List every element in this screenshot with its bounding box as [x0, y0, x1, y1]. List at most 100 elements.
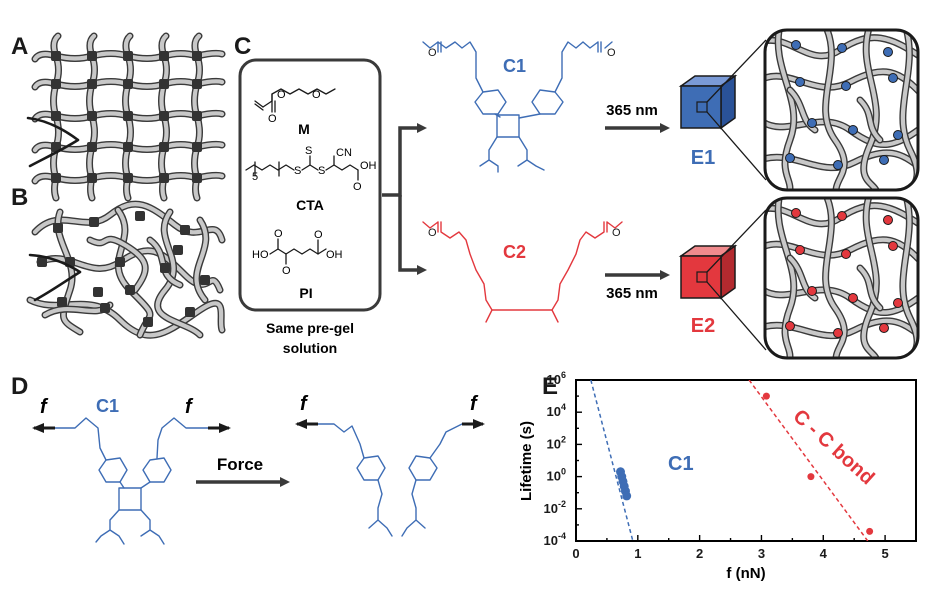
pi-label: PI	[299, 285, 312, 301]
crosslink-node	[57, 297, 67, 307]
crosslink-node	[89, 217, 99, 227]
network-zoom-e2	[763, 196, 920, 360]
crosslink-node	[51, 142, 61, 152]
crosslink-node	[192, 51, 202, 61]
svg-text:O: O	[353, 181, 362, 193]
x-tick-label: 3	[758, 546, 765, 561]
c1-intact-molecule	[32, 417, 231, 545]
crosslinker-dot	[837, 211, 847, 221]
pregel-caption-line2: solution	[283, 340, 337, 356]
crosslinker-dot	[893, 130, 903, 140]
svg-text:O: O	[607, 47, 616, 59]
crosslink-node	[93, 287, 103, 297]
crosslinker-dot	[883, 215, 893, 225]
fit-line-1	[748, 380, 869, 541]
c1-cleaved-molecule	[295, 419, 485, 537]
crosslink-node	[192, 173, 202, 183]
crosslink-node	[51, 79, 61, 89]
gel-cube-e2	[678, 209, 767, 351]
cta-label: CTA	[296, 197, 324, 213]
crosslink-node	[37, 257, 47, 267]
crosslink-node	[123, 51, 133, 61]
crosslinker-dot	[841, 81, 851, 91]
crosslinker-dot	[888, 73, 898, 83]
force-symbol-left-2: f	[300, 393, 309, 415]
crosslinker-dot	[785, 321, 795, 331]
c2-molecule: O O	[422, 221, 623, 323]
c1-label: C1	[503, 56, 526, 76]
crosslink-node	[87, 111, 97, 121]
svg-text:S: S	[305, 145, 312, 157]
crosslink-node	[51, 111, 61, 121]
svg-text:5: 5	[252, 171, 258, 183]
branch-arrows	[382, 123, 427, 275]
x-tick-label: 5	[881, 546, 888, 561]
gel-cube-e1	[678, 39, 767, 181]
svg-text:S: S	[318, 165, 325, 177]
crosslink-node	[159, 51, 169, 61]
force-symbol-right: f	[185, 396, 194, 418]
pregel-solution-box: O O O M 5 S S S CN O OH CTA HO	[238, 58, 382, 312]
force-symbol-left: f	[40, 396, 49, 418]
force-label: Force	[217, 455, 263, 474]
crosslinker-dot	[791, 208, 801, 218]
svg-text:O: O	[274, 228, 283, 240]
panel-label-a: A	[11, 33, 28, 60]
panel-label-b: B	[11, 184, 28, 211]
y-axis-label: Lifetime (s)	[518, 421, 535, 501]
data-point-1	[762, 392, 770, 400]
cta-structure: 5 S S S CN O OH	[245, 145, 377, 193]
crosslinker-dot	[795, 245, 805, 255]
crosslink-node	[135, 211, 145, 221]
crosslink-node	[180, 225, 190, 235]
crosslinker-dot	[888, 241, 898, 251]
panel-label-c: C	[234, 33, 251, 60]
panel-label-e: E	[542, 373, 558, 400]
crosslink-node	[159, 142, 169, 152]
svg-text:O: O	[428, 47, 437, 59]
crosslink-node	[200, 275, 210, 285]
crosslink-node	[53, 223, 63, 233]
crosslink-node	[125, 285, 135, 295]
x-tick-label: 2	[696, 546, 703, 561]
crosslinker-dot	[837, 43, 847, 53]
svg-text:CN: CN	[336, 147, 352, 159]
svg-text:O: O	[314, 229, 323, 241]
crosslinker-dot	[833, 328, 843, 338]
x-tick-label: 1	[634, 546, 641, 561]
svg-text:O: O	[277, 89, 286, 101]
crosslinker-dot	[883, 47, 893, 57]
x-tick-label: 0	[572, 546, 579, 561]
crosslink-node	[192, 142, 202, 152]
e2-label: E2	[691, 315, 715, 337]
crosslinker-dot	[893, 298, 903, 308]
svg-text:O: O	[612, 227, 621, 239]
crosslinker-dot	[879, 323, 889, 333]
force-symbol-right-2: f	[470, 393, 479, 415]
crosslink-node	[143, 317, 153, 327]
crosslinker-dot	[848, 293, 858, 303]
svg-text:O: O	[282, 265, 291, 277]
c1-molecule: O O	[422, 41, 616, 173]
c2-label: C2	[503, 242, 526, 262]
crosslinker-dot	[879, 155, 889, 165]
series-label-c1: C1	[668, 453, 694, 475]
crosslink-node	[159, 111, 169, 121]
uv-wavelength-top: 365 nm	[606, 102, 658, 119]
crosslink-node	[159, 173, 169, 183]
crosslinker-dot	[795, 77, 805, 87]
crosslinker-dot	[841, 249, 851, 259]
crosslink-node	[87, 173, 97, 183]
x-axis-label: f (nN)	[726, 565, 765, 582]
crosslinker-dot	[807, 118, 817, 128]
y-tick-label: 106	[547, 370, 566, 387]
e1-label: E1	[691, 147, 715, 169]
y-tick-label: 10-4	[544, 531, 566, 548]
crosslink-node	[123, 111, 133, 121]
crosslink-node	[87, 51, 97, 61]
crosslink-node	[115, 257, 125, 267]
crosslinker-dot	[785, 153, 795, 163]
svg-text:O: O	[428, 227, 437, 239]
